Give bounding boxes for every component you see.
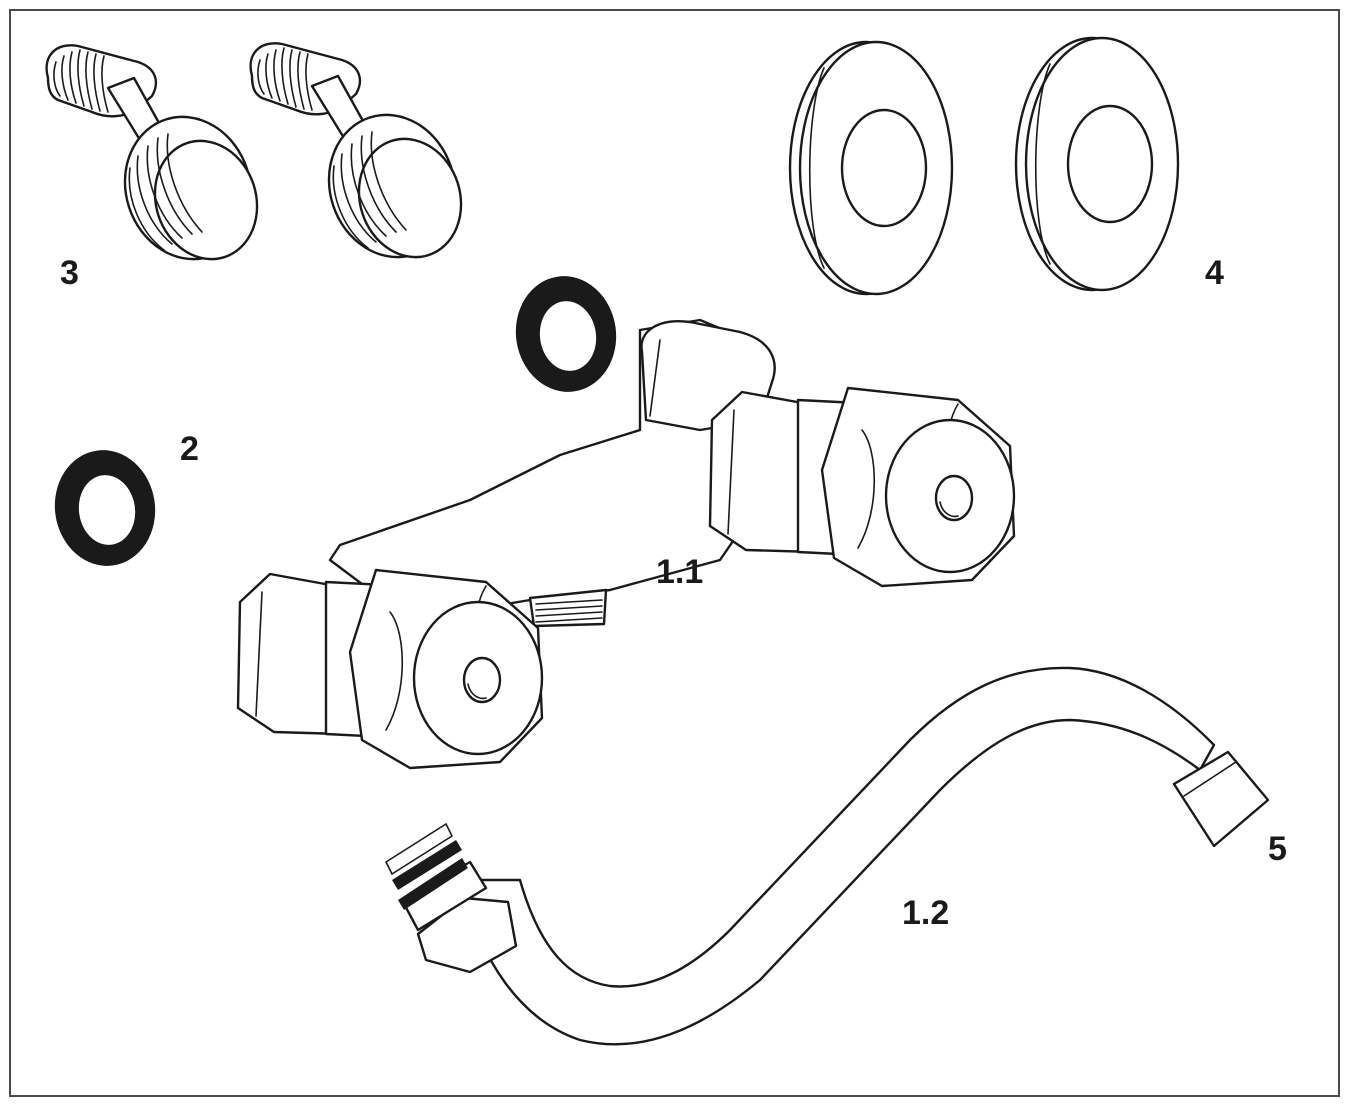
sealing-washer-upper (515, 276, 617, 392)
handle-right (708, 386, 1016, 588)
handle-left (236, 568, 544, 770)
swivel-spout (384, 666, 1270, 1046)
figure-frame (9, 9, 1340, 1097)
wall-rosette-right (1014, 36, 1180, 292)
eccentric-adapter-left (45, 44, 274, 277)
part-label-5: 5 (1268, 830, 1287, 868)
part-label-2: 2 (180, 430, 199, 468)
part-label-3: 3 (60, 254, 79, 292)
sealing-washer-lower (54, 450, 156, 566)
part-label-4: 4 (1205, 254, 1224, 292)
wall-rosette-left (788, 40, 954, 296)
part-label-1-2: 1.2 (902, 894, 950, 932)
part-label-1-1: 1.1 (656, 553, 704, 591)
eccentric-adapter-right (249, 42, 478, 275)
